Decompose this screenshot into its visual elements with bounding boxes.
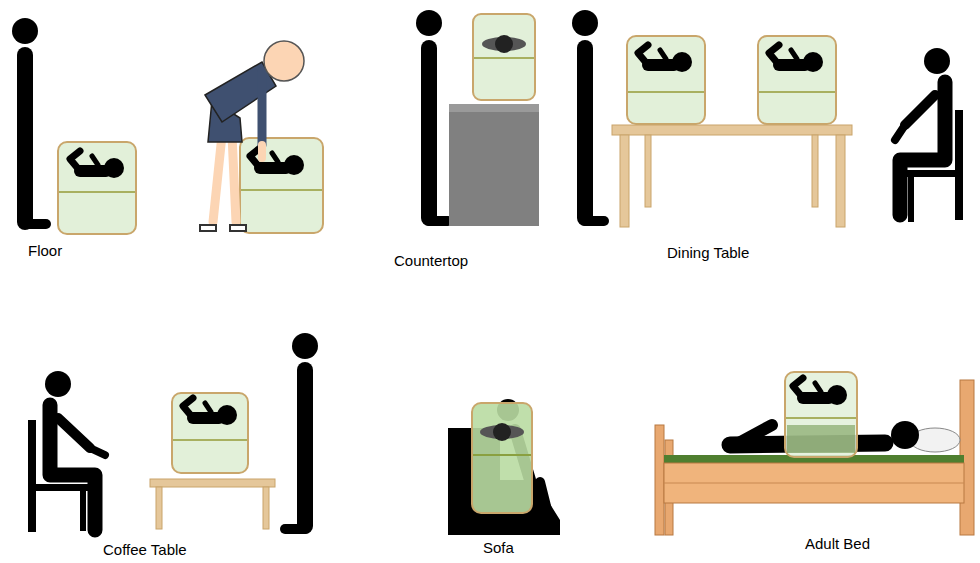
scene-label: Adult Bed <box>805 535 870 553</box>
floor-scene <box>12 18 323 234</box>
scene-label: Floor <box>28 242 62 260</box>
scene-label: Countertop <box>394 252 468 270</box>
scene-label: Sofa <box>483 539 514 557</box>
countertop-scene <box>416 10 604 226</box>
sofa-scene <box>448 399 560 535</box>
coffee-table-scene <box>28 333 318 532</box>
dining-table-scene <box>612 36 963 227</box>
scene-label: Dining Table <box>667 244 749 262</box>
scene-label: Coffee Table <box>103 541 187 559</box>
adult-bed-scene <box>655 372 974 535</box>
